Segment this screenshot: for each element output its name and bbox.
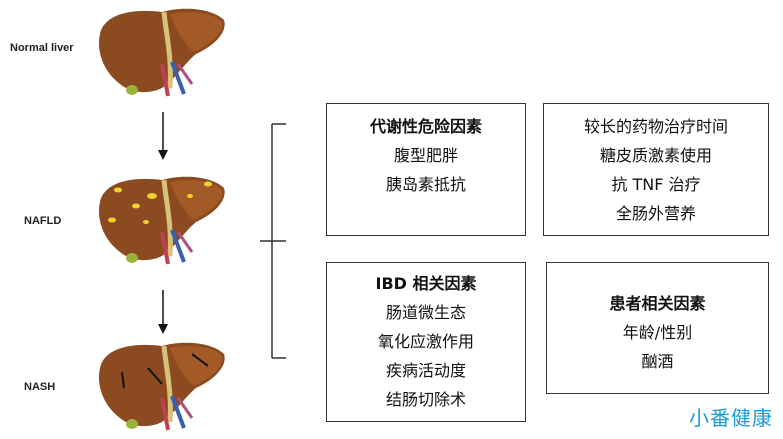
patient-risk-box: 患者相关因素 年龄/性别 酗酒 [546,262,769,394]
liver-normal-icon [98,8,225,97]
metabolic-item: 胰岛素抵抗 [385,175,466,194]
metabolic-title: 代谢性危险因素 [369,117,482,136]
drug-risk-box: 较长的药物治疗时间 糖皮质激素使用 抗 TNF 治疗 全肠外营养 [543,103,769,236]
liver-nash-icon [98,342,225,431]
stage-label-normal: Normal liver [10,42,74,54]
ibd-item: 结肠切除术 [385,390,466,409]
patient-item: 年龄/性别 [622,323,693,342]
metabolic-risk-box: 代谢性危险因素 腹型肥胖 胰岛素抵抗 [326,103,526,236]
drug-item: 全肠外营养 [615,204,696,223]
arrow-down-2 [158,290,168,334]
drug-item: 较长的药物治疗时间 [583,117,728,136]
metabolic-item: 腹型肥胖 [393,146,458,165]
patient-title: 患者相关因素 [609,294,706,313]
drug-item: 抗 TNF 治疗 [611,175,701,194]
liver-nafld-icon [98,176,225,265]
bracket [260,123,286,359]
watermark: 小番健康 [689,406,773,430]
arrow-down-1 [158,112,168,160]
ibd-item: 肠道微生态 [385,303,466,322]
patient-item: 酗酒 [641,352,674,371]
ibd-risk-box: IBD 相关因素 肠道微生态 氧化应激作用 疾病活动度 结肠切除术 [326,262,526,422]
stage-label-nash: NASH [24,381,56,393]
drug-item: 糖皮质激素使用 [599,146,712,165]
ibd-item: 氧化应激作用 [377,332,474,351]
stage-label-nafld: NAFLD [24,215,62,227]
ibd-item: 疾病活动度 [385,361,466,380]
ibd-title: IBD 相关因素 [375,274,477,293]
